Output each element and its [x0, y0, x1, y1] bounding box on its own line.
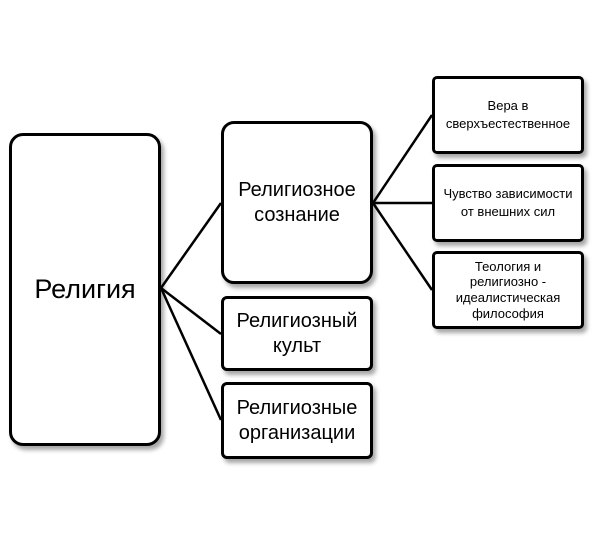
node-religious-consciousness: Религиозное сознание [221, 121, 373, 284]
node-belief-supernatural-label: Вера в сверхъестественное [445, 98, 571, 131]
node-belief-supernatural: Вера в сверхъестественное [432, 76, 584, 154]
node-religious-organizations-label: Религиозные организации [236, 396, 358, 444]
connector-consciousness-belief [371, 114, 434, 204]
node-religious-cult: Религиозный культ [221, 296, 373, 371]
node-religious-organizations: Религиозные организации [221, 382, 373, 459]
node-religious-cult-label: Религиозный культ [236, 309, 358, 357]
node-religion: Религия [9, 133, 161, 446]
node-feeling-dependence: Чувство зависимости от внешних сил [432, 164, 584, 242]
connector-root-organizations [159, 287, 223, 421]
connector-root-cult [160, 287, 222, 335]
node-religion-label: Религия [34, 274, 136, 304]
connector-root-consciousness [159, 202, 223, 289]
connector-consciousness-theology [371, 202, 434, 291]
node-religious-consciousness-label: Религиозное сознание [238, 178, 356, 226]
node-theology-philosophy: Теология и религиозно - идеалистическая … [432, 251, 584, 329]
node-theology-philosophy-label: Теология и религиозно - идеалистическая … [455, 258, 561, 321]
node-feeling-dependence-label: Чувство зависимости от внешних сил [443, 186, 573, 219]
